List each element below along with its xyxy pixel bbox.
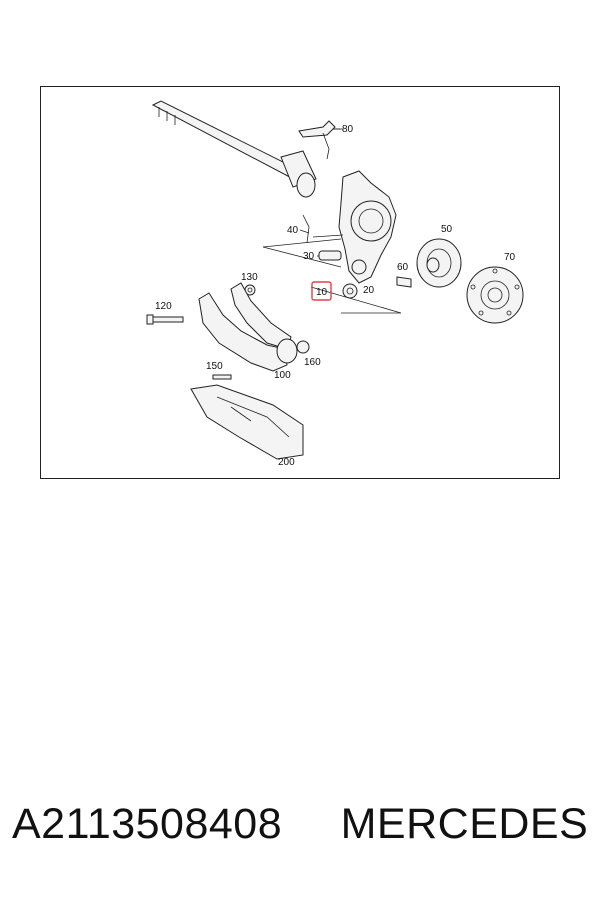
callout-120: 120 [155,301,172,312]
callout-150: 150 [206,361,223,372]
callout-160: 160 [304,357,321,368]
callout-50: 50 [441,224,453,235]
lock-nut [296,340,310,354]
callout-40: 40 [287,225,299,236]
product-caption: A2113508408 MERCEDES [12,800,592,870]
callout-130: 130 [241,272,258,283]
clip-part [302,214,344,244]
callout-70: 70 [504,252,516,263]
brand-name: MERCEDES [340,800,589,848]
callout-20: 20 [363,285,375,296]
callout-200: 200 [278,457,295,468]
short-bolt [212,374,232,380]
bracket-part [298,120,343,160]
callout-100: 100 [274,370,291,381]
leader-lines [299,128,340,257]
bushing-part [310,283,402,314]
control-arm [198,282,298,372]
hub-bolt [396,276,412,288]
drive-shaft [151,100,317,198]
highlight-box [311,281,332,301]
callout-80: 80 [342,124,354,135]
callout-30: 30 [303,251,315,262]
wheel-carrier [338,170,397,284]
sleeve-part [262,238,342,268]
callout-10: 10 [316,287,328,298]
part-number: A2113508408 [12,800,283,848]
wheel-hub [466,266,524,324]
callout-60: 60 [397,262,409,273]
protective-cover [190,384,304,460]
long-bolt [146,314,184,325]
parts-diagram: 80 40 30 10 20 50 60 70 130 120 150 160 … [146,100,524,468]
parts-diagram-frame: 80 40 30 10 20 50 60 70 130 120 150 160 … [40,86,560,479]
wheel-bearing [416,238,462,288]
